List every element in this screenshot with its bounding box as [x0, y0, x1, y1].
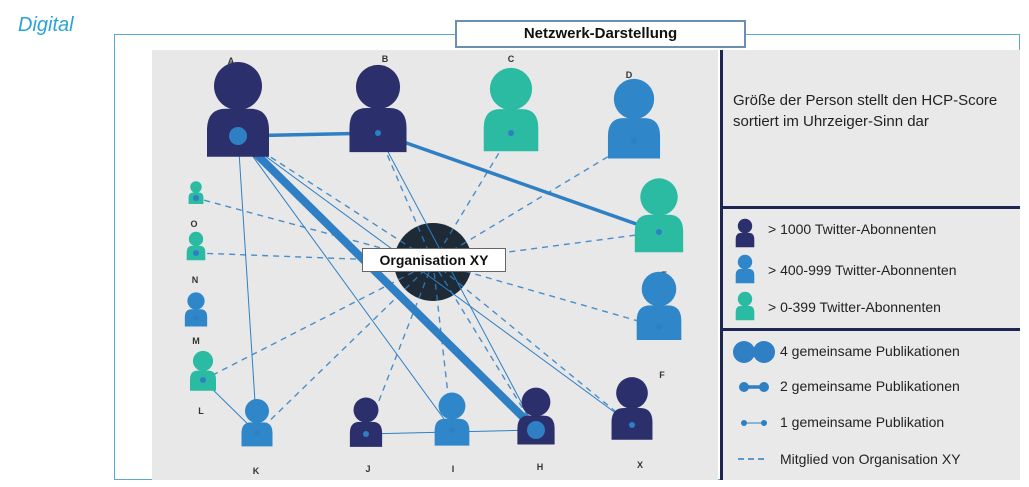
legend-links-1: 1 gemeinsame Publikation — [780, 414, 945, 430]
person-icon — [184, 292, 208, 327]
legend-links-2: 2 gemeinsame Publikationen — [780, 378, 960, 394]
node-anchor — [363, 431, 369, 437]
person-icon — [483, 67, 539, 152]
legend-membership: Mitglied von Organisation XY — [780, 451, 961, 467]
size-description: Größe der Person stellt den HCP-Score so… — [733, 92, 998, 130]
legend-divider — [720, 206, 1020, 209]
publication-link — [377, 132, 537, 431]
legend-followers-high: > 1000 Twitter-Abonnenten — [768, 221, 937, 237]
legend-divider — [720, 328, 1020, 331]
node-anchor — [629, 422, 635, 428]
person-icon — [189, 350, 217, 391]
membership-link — [237, 135, 434, 263]
publication-link — [237, 135, 258, 434]
node-label: C — [508, 54, 515, 64]
organisation-label: Organisation XY — [362, 248, 506, 272]
legend-link-sample — [741, 420, 767, 426]
publication-link — [237, 135, 453, 431]
membership-link — [256, 261, 434, 434]
panel-divider — [720, 50, 723, 480]
legend-panel — [720, 50, 1020, 480]
node-label: J — [365, 464, 370, 474]
node-label: L — [198, 406, 204, 416]
node-label: B — [382, 54, 389, 64]
node-anchor — [656, 324, 662, 330]
person-icon — [349, 64, 407, 153]
membership-link — [377, 132, 434, 263]
legend-links-4: 4 gemeinsame Publikationen — [780, 343, 960, 359]
node-anchor — [193, 250, 199, 256]
legend-followers-low: > 0-399 Twitter-Abonnenten — [768, 299, 941, 315]
legend-link-sample — [733, 341, 775, 363]
node-anchor — [254, 430, 260, 436]
node-anchor — [193, 315, 199, 321]
person-icon — [607, 78, 661, 159]
node-anchor — [508, 130, 514, 136]
diagram-title: Netzwerk-Darstellung — [455, 20, 746, 48]
node-anchor — [449, 427, 455, 433]
publication-link — [234, 132, 540, 434]
person-icon — [349, 397, 383, 447]
node-label: D — [626, 70, 633, 80]
person-icon — [634, 178, 684, 253]
node-anchor — [229, 127, 247, 145]
publication-link — [237, 135, 633, 426]
legend-person-icon — [735, 291, 755, 321]
node-label: F — [659, 370, 665, 380]
node-anchor — [200, 377, 206, 383]
node-label: X — [637, 460, 643, 470]
legend-followers-mid: > 400-999 Twitter-Abonnenten — [768, 262, 957, 278]
membership-link — [432, 261, 633, 426]
node-label: O — [190, 219, 197, 229]
membership-link — [365, 261, 434, 435]
node-label: I — [452, 464, 455, 474]
legend-person-icon — [735, 218, 755, 248]
person-icon — [434, 392, 470, 446]
node-label: H — [537, 462, 544, 472]
node-label: K — [253, 466, 260, 476]
legend-person-icon — [735, 254, 755, 284]
node-label: A — [228, 56, 235, 66]
legend-link-sample — [739, 382, 769, 392]
node-anchor — [527, 421, 545, 439]
person-icon — [611, 377, 653, 440]
node-anchor — [656, 229, 662, 235]
node-anchor — [375, 130, 381, 136]
membership-link — [195, 197, 434, 263]
membership-link — [432, 132, 512, 263]
node-anchor — [631, 138, 637, 144]
section-title: Digital — [18, 14, 74, 36]
membership-link — [202, 261, 434, 381]
node-anchor — [193, 195, 199, 201]
membership-link — [432, 140, 635, 263]
node-label: M — [192, 336, 200, 346]
person-icon — [636, 271, 682, 340]
publication-link — [376, 131, 661, 234]
node-label: N — [192, 275, 199, 285]
